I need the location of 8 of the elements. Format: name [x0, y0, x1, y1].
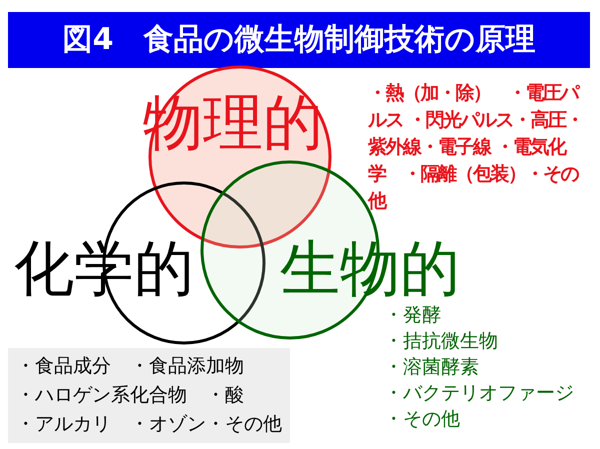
method-item: ・バクテリオファージ — [384, 381, 574, 405]
info-box: ・食品成分 ・食品添加物 ・ハロゲン系化合物 ・酸 ・アルカリ ・オゾン・その他 — [8, 348, 290, 443]
method-list: ・熱（加・除） ・電圧パルス ・閃光パルス・高圧・紫外線・電子線 ・電気化学 ・隔離（包装）・その他 — [368, 80, 592, 215]
method-item: ・拮抗微生物 — [384, 329, 498, 353]
title-banner: 図4 食品の微生物制御技術の原理 — [8, 12, 590, 68]
method-item: ・発酵 — [384, 303, 441, 327]
method-item: ・溶菌酵素 — [384, 355, 479, 379]
method-item: ・その他 — [384, 407, 460, 431]
